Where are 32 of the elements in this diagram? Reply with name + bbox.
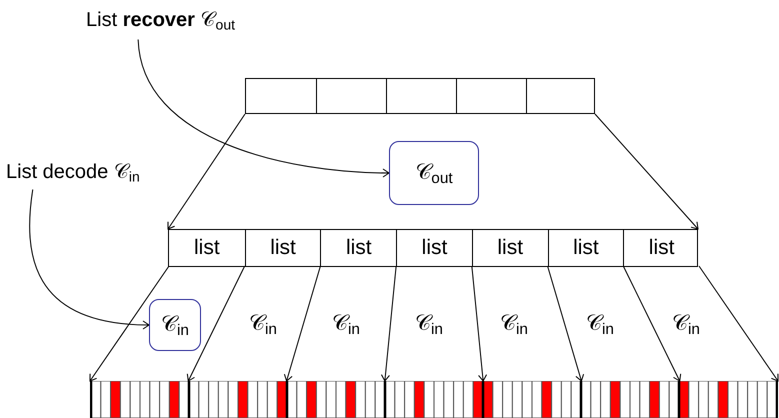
arrow — [380, 266, 397, 382]
arrow — [186, 266, 246, 382]
code-symbol: 𝒞$_{in}$ — [249, 312, 277, 338]
arrow — [471, 266, 488, 382]
code-symbol: 𝒞$_{in}$ — [415, 312, 443, 338]
arrow — [547, 266, 584, 382]
arrow — [138, 39, 390, 178]
callout-label: List recover 𝒞$_{out}$ — [86, 10, 235, 32]
array-bar — [168, 229, 698, 267]
arrow — [90, 266, 170, 382]
code-box: 𝒞$_{out}$ — [389, 141, 479, 205]
code-symbol: 𝒞$_{in}$ — [672, 312, 700, 338]
list-cell: list — [472, 230, 548, 266]
arrow — [622, 266, 682, 382]
arrow — [698, 266, 778, 382]
code-box: 𝒞$_{in}$ — [149, 299, 201, 351]
list-cell: list — [320, 230, 396, 266]
list-cell: list — [244, 230, 320, 266]
list-cell: list — [396, 230, 472, 266]
arrow — [284, 266, 321, 382]
array-bar — [245, 78, 595, 114]
arrow — [594, 114, 698, 230]
code-symbol: 𝒞$_{in}$ — [332, 312, 360, 338]
code-symbol: 𝒞$_{in}$ — [586, 312, 614, 338]
list-cell: list — [548, 230, 624, 266]
arrow — [29, 189, 150, 330]
arrow — [168, 114, 246, 230]
list-cell: list — [169, 230, 245, 266]
bit-array-drawing — [90, 381, 778, 418]
list-cell: list — [623, 230, 699, 266]
callout-label: List decode 𝒞$_{in}$ — [6, 162, 140, 184]
code-symbol: 𝒞$_{in}$ — [500, 312, 528, 338]
